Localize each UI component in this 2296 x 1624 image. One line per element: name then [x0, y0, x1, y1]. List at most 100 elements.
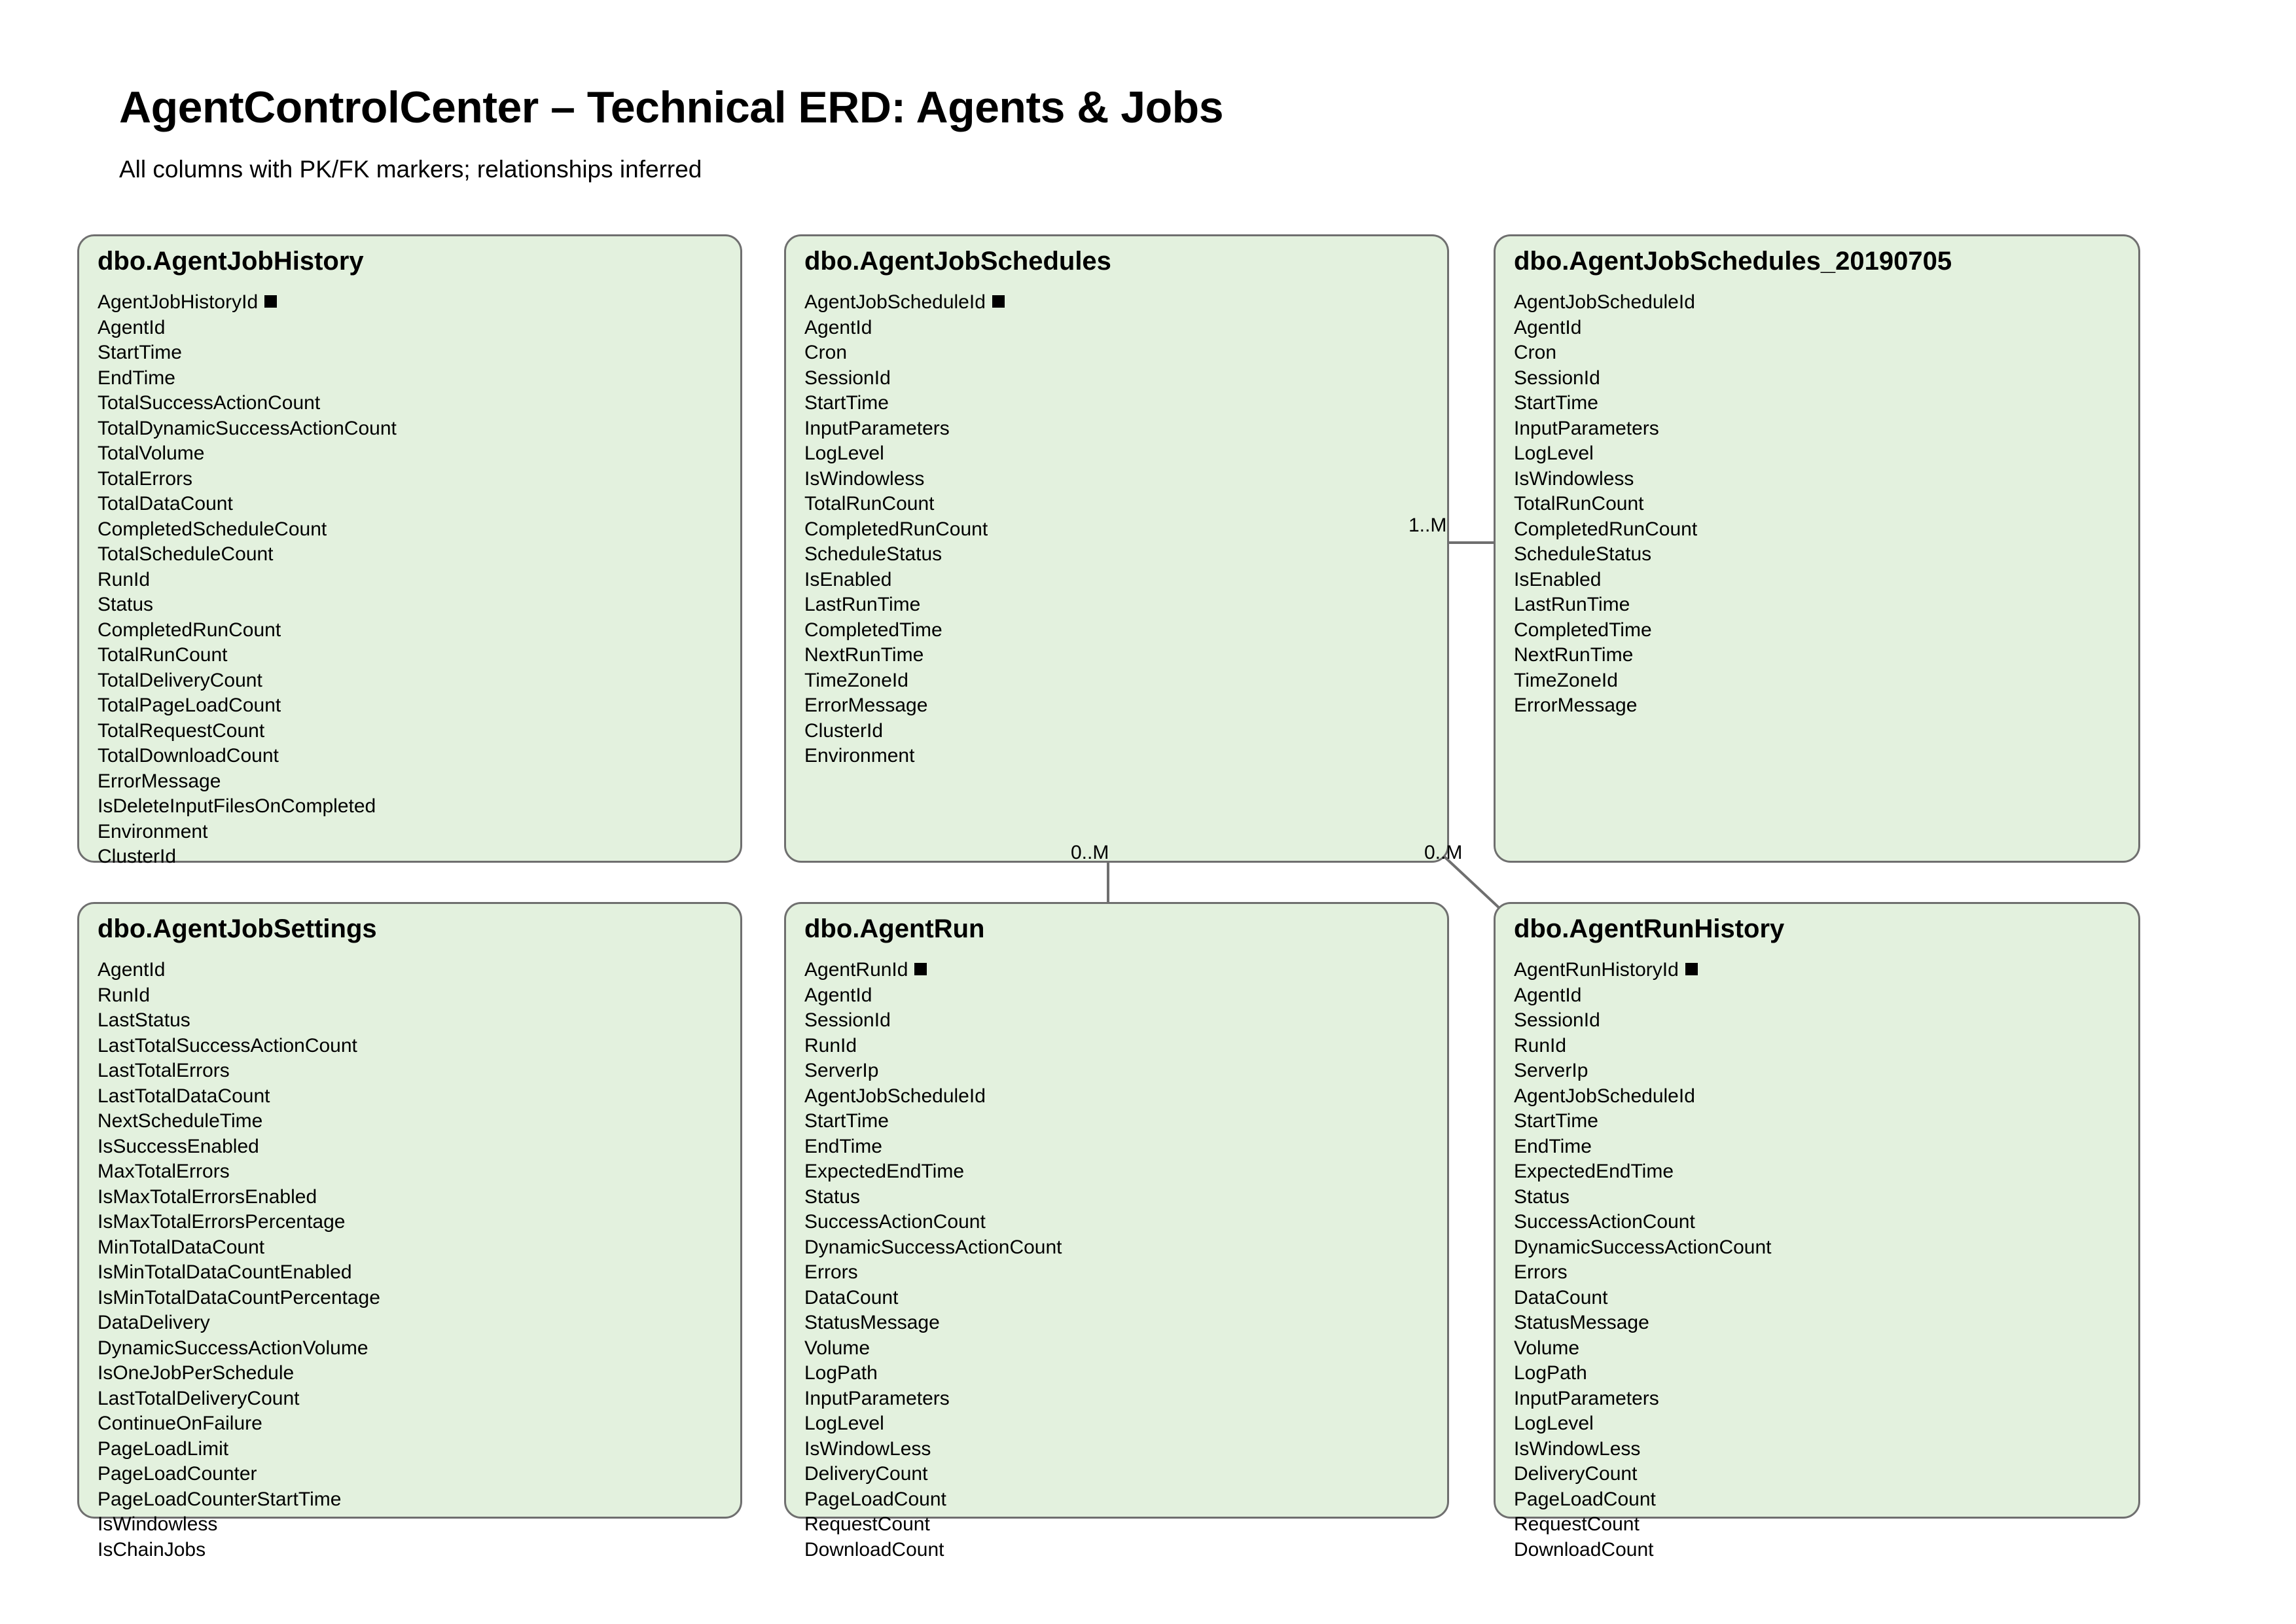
- column-name: AgentId: [98, 316, 166, 338]
- column-row: MinTotalDataCount: [98, 1235, 1014, 1261]
- column-row: IsOneJobPerSchedule: [98, 1361, 1014, 1386]
- column-name: TotalRunCount: [1514, 493, 1644, 514]
- column-row: AgentId: [804, 983, 1721, 1009]
- column-row: Cron: [804, 340, 1721, 366]
- entity-title: dbo.AgentRunHistory: [1514, 914, 1785, 943]
- column-row: AgentId: [1514, 316, 2296, 341]
- column-name: IsMaxTotalErrorsEnabled: [98, 1185, 317, 1208]
- column-row: IsMaxTotalErrorsEnabled: [98, 1185, 1014, 1210]
- column-row: LastTotalErrors: [98, 1058, 1014, 1084]
- column-row: ServerIp: [804, 1058, 1721, 1084]
- column-name: ExpectedEndTime: [1514, 1161, 1674, 1182]
- column-name: TotalVolume: [98, 442, 205, 464]
- column-row: LastTotalDeliveryCount: [98, 1386, 1014, 1412]
- column-row: TotalPageLoadCount: [98, 693, 1014, 719]
- column-name: IsChainJobs: [98, 1538, 206, 1561]
- column-name: TotalDownloadCount: [98, 745, 279, 767]
- column-row: SessionId: [1514, 366, 2296, 391]
- column-row: DataCount: [804, 1286, 1721, 1311]
- column-name: EndTime: [1514, 1135, 1592, 1157]
- column-row: LastRunTime: [804, 592, 1721, 618]
- entity-title: dbo.AgentJobSettings: [98, 914, 377, 943]
- column-row: RunId: [98, 983, 1014, 1009]
- column-name: ExpectedEndTime: [804, 1161, 965, 1182]
- column-row: LogLevel: [804, 441, 1721, 467]
- column-row: CompletedRunCount: [804, 517, 1721, 543]
- column-name: ErrorMessage: [804, 695, 928, 716]
- column-row: DynamicSuccessActionCount: [804, 1235, 1721, 1261]
- column-row: SuccessActionCount: [1514, 1210, 2296, 1235]
- column-row: LogLevel: [1514, 1411, 2296, 1437]
- column-row: IsWindowLess: [804, 1437, 1721, 1462]
- column-row: IsChainJobs: [98, 1538, 1014, 1563]
- column-name: LastRunTime: [804, 594, 921, 615]
- column-row: ErrorMessage: [804, 693, 1721, 719]
- column-row: NextRunTime: [804, 643, 1721, 668]
- column-name: Errors: [1514, 1261, 1568, 1283]
- column-name: LastTotalDataCount: [98, 1085, 270, 1107]
- column-name: RunId: [804, 1034, 857, 1056]
- column-name: IsWindowLess: [1514, 1437, 1641, 1460]
- column-name: CompletedScheduleCount: [98, 518, 327, 540]
- column-row: NextRunTime: [1514, 643, 2296, 668]
- page-title: AgentControlCenter – Technical ERD: Agen…: [119, 82, 1224, 132]
- column-name: TotalRequestCount: [98, 719, 265, 742]
- column-name: Environment: [804, 745, 915, 767]
- column-name: LogPath: [1514, 1362, 1587, 1384]
- entity-title: dbo.AgentJobSchedules_20190705: [1514, 247, 1952, 276]
- column-name: InputParameters: [804, 417, 950, 439]
- column-row: Status: [98, 592, 1014, 618]
- column-name: DynamicSuccessActionCount: [804, 1236, 1062, 1258]
- column-name: Status: [804, 1185, 861, 1208]
- column-row: Errors: [804, 1260, 1721, 1286]
- column-name: TotalDataCount: [98, 493, 233, 514]
- column-name: MinTotalDataCount: [98, 1236, 265, 1258]
- column-name: RunId: [98, 568, 151, 590]
- column-row: LogPath: [804, 1361, 1721, 1386]
- column-row: TotalDeliveryCount: [98, 668, 1014, 694]
- column-row: InputParameters: [804, 416, 1721, 442]
- column-row: IsMinTotalDataCountEnabled: [98, 1260, 1014, 1286]
- column-row: DataCount: [1514, 1286, 2296, 1311]
- column-name: SessionId: [1514, 1009, 1600, 1031]
- column-name: InputParameters: [804, 1387, 950, 1409]
- column-name: DownloadCount: [804, 1538, 944, 1561]
- column-name: LastTotalErrors: [98, 1060, 230, 1081]
- column-name: SessionId: [804, 1009, 891, 1031]
- column-name: ClusterId: [98, 846, 177, 867]
- column-name: PageLoadCount: [804, 1488, 946, 1510]
- column-row: NextScheduleTime: [98, 1109, 1014, 1134]
- column-name: TotalErrors: [98, 467, 193, 490]
- primary-key-marker-icon: [992, 295, 1005, 308]
- column-name: DynamicSuccessActionCount: [1514, 1236, 1772, 1258]
- column-name: TotalRunCount: [804, 493, 935, 514]
- column-name: StartTime: [1514, 392, 1598, 414]
- column-name: ServerIp: [1514, 1060, 1588, 1081]
- column-row: IsWindowless: [804, 467, 1721, 492]
- column-name: NextScheduleTime: [98, 1110, 263, 1132]
- column-row: TotalScheduleCount: [98, 542, 1014, 568]
- column-row: RunId: [1514, 1034, 2296, 1059]
- column-row: StartTime: [1514, 391, 2296, 416]
- column-row: LastRunTime: [1514, 592, 2296, 618]
- column-row: LogLevel: [804, 1411, 1721, 1437]
- column-name: IsWindowLess: [804, 1437, 931, 1460]
- column-name: IsMinTotalDataCountPercentage: [98, 1286, 380, 1308]
- column-name: TimeZoneId: [1514, 669, 1618, 691]
- column-row: IsSuccessEnabled: [98, 1134, 1014, 1160]
- column-name: TimeZoneId: [804, 669, 908, 691]
- entity-title: dbo.AgentJobHistory: [98, 247, 364, 276]
- column-name: IsOneJobPerSchedule: [98, 1362, 295, 1384]
- column-name: SuccessActionCount: [804, 1211, 986, 1233]
- column-name: TotalScheduleCount: [98, 543, 274, 565]
- column-name: EndTime: [98, 367, 175, 389]
- column-name: IsEnabled: [804, 568, 892, 590]
- column-row: AgentJobScheduleId: [804, 290, 1721, 316]
